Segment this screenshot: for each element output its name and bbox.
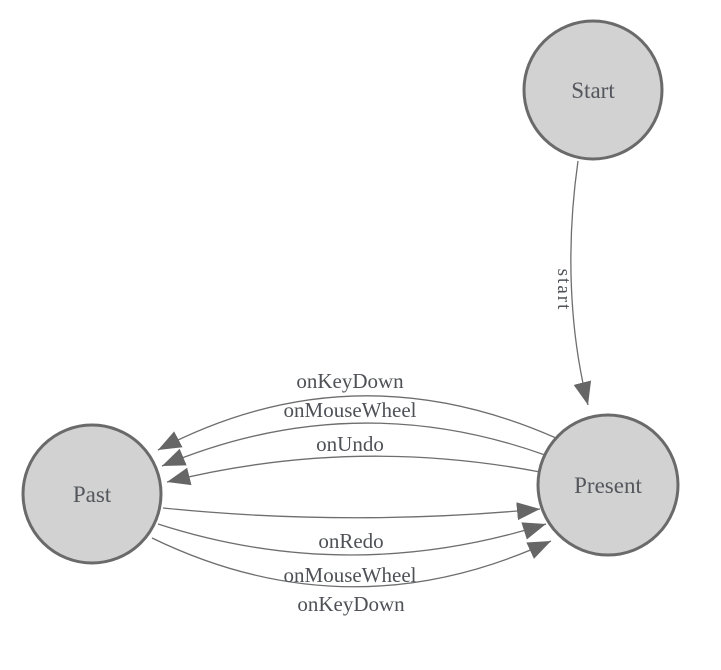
node-past-circle bbox=[21, 423, 163, 565]
edge-label-onmousewheel-bottom: onMouseWheel bbox=[284, 563, 417, 587]
node-present: Present bbox=[536, 413, 680, 557]
edge-label-onkeydown-top: onKeyDown bbox=[296, 369, 404, 393]
edge-label-start: start bbox=[553, 269, 574, 312]
node-present-circle bbox=[536, 413, 680, 557]
node-past-label: Past bbox=[73, 482, 112, 507]
edge-label-onredo: onRedo bbox=[318, 529, 383, 553]
edge-present-to-past-mousewheel bbox=[161, 422, 546, 467]
edge-start-to-present bbox=[570, 160, 592, 406]
edge-label-onkeydown-bottom: onKeyDown bbox=[297, 592, 405, 616]
node-start: Start bbox=[522, 19, 664, 161]
edge-past-to-present-mousewheel bbox=[157, 522, 547, 556]
edge-past-to-present-redo bbox=[162, 502, 541, 521]
node-start-circle bbox=[522, 19, 664, 161]
edge-label-onmousewheel-top: onMouseWheel bbox=[284, 398, 417, 422]
node-start-label: Start bbox=[571, 78, 615, 103]
node-past: Past bbox=[21, 423, 163, 565]
edge-label-onundo: onUndo bbox=[316, 432, 384, 456]
edge-present-to-past-undo bbox=[166, 455, 541, 486]
edge-present-to-past-keydown bbox=[157, 395, 557, 451]
node-present-label: Present bbox=[574, 473, 642, 498]
edge-past-to-present-keydown bbox=[151, 537, 552, 588]
